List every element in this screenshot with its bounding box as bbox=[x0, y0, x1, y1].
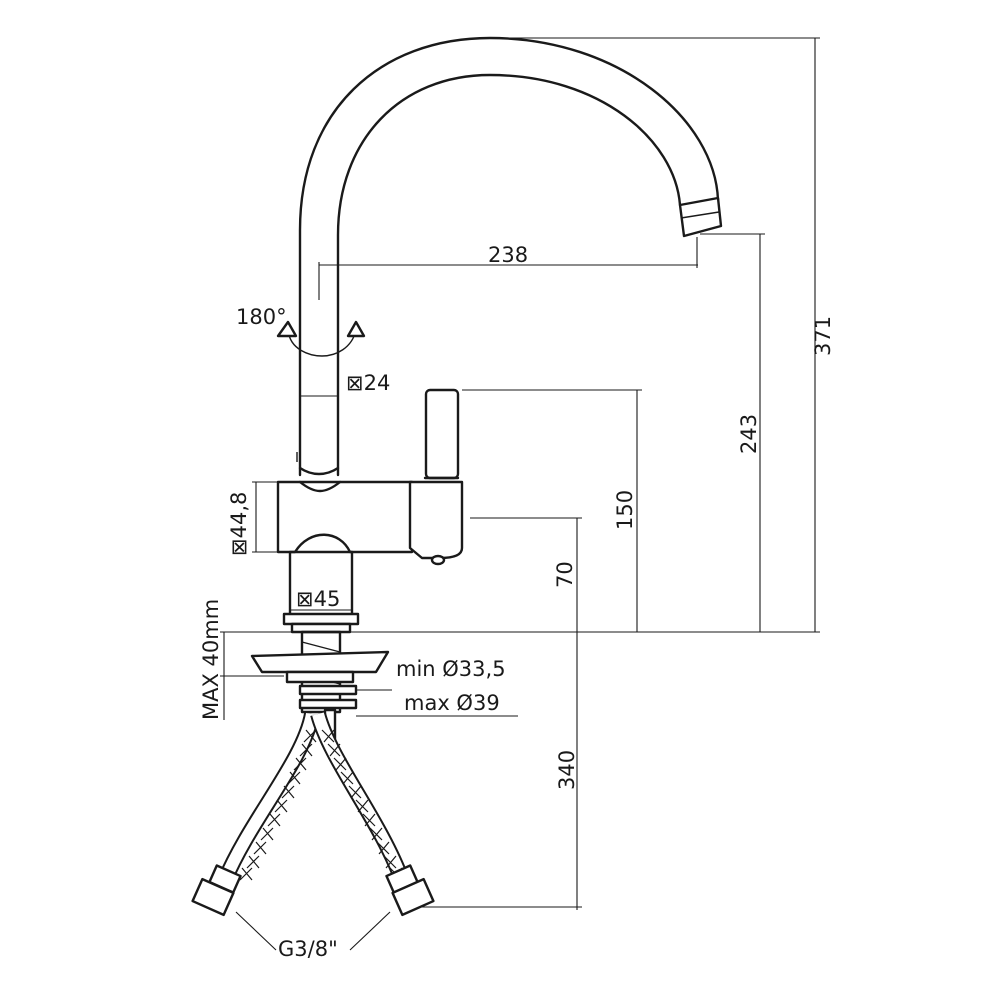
faucet-handle bbox=[408, 388, 464, 566]
flex-hose-right bbox=[310, 711, 435, 917]
body-square-label: ⊠44,8 bbox=[227, 492, 251, 556]
base-square-label: ⊠45 bbox=[296, 587, 340, 611]
spout-reach-label: 238 bbox=[488, 243, 528, 267]
faucet-spout bbox=[296, 36, 723, 477]
min-hole-label: min Ø33,5 bbox=[396, 657, 506, 681]
body-height-label: 70 bbox=[553, 561, 577, 588]
rotation-arrows-icon bbox=[276, 320, 366, 357]
connection-label: G3/8" bbox=[278, 937, 338, 961]
total-height-label: 371 bbox=[811, 316, 835, 356]
faucet-base bbox=[282, 550, 360, 634]
hose-length-label: 340 bbox=[555, 750, 579, 790]
dimension-lines bbox=[220, 37, 820, 951]
flex-hose-left bbox=[191, 712, 320, 917]
spout-square-label: ⊠24 bbox=[346, 371, 390, 395]
faucet-mixer-body bbox=[276, 480, 414, 554]
handle-height-label: 150 bbox=[613, 490, 637, 530]
max-hole-label: max Ø39 bbox=[404, 691, 500, 715]
spout-height-label: 243 bbox=[737, 414, 761, 454]
max-deck-label: MAX 40mm bbox=[199, 599, 223, 720]
rotation-label: 180° bbox=[236, 305, 287, 329]
